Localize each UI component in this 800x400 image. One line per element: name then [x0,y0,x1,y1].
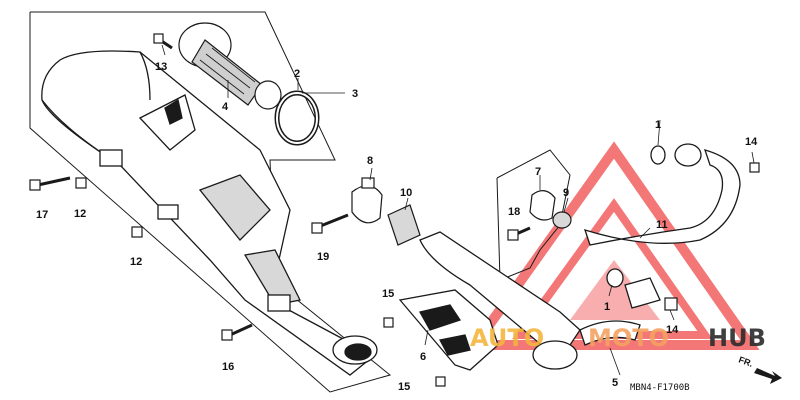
leader-lines [161,44,755,376]
callout-labels: 1 1 2 3 4 5 6 7 8 9 10 11 12 12 13 14 14… [36,61,758,393]
callout-15b: 15 [398,381,410,393]
end-cap-part [178,22,282,110]
callout-12: 12 [74,208,86,220]
exhaust-header-pipe-part [583,143,741,309]
callout-14b: 14 [666,324,679,336]
callout-1: 1 [655,119,661,131]
callout-9: 9 [563,187,569,199]
middle-pipe-part [419,231,641,370]
callout-12b: 12 [130,256,142,268]
callout-17: 17 [36,209,48,221]
callout-15: 15 [382,288,394,300]
callout-16: 16 [222,361,234,373]
watermark-moto: MOTO [588,324,669,352]
callout-8: 8 [367,155,373,167]
watermark-auto: AUTO [470,324,544,352]
gasket-ring-part [274,90,320,146]
callout-6: 6 [420,351,426,363]
watermark-text: AUTO MOTO HUB [470,324,766,352]
direction-label: FR. [737,354,754,368]
callout-18: 18 [508,206,520,218]
diagram-code: MBN4-F1700B [630,383,690,393]
callout-3: 3 [352,88,358,100]
callout-5: 5 [612,377,618,389]
front-direction-arrow-icon: FR. [737,354,782,384]
callout-10: 10 [400,187,412,199]
callout-11: 11 [656,219,668,231]
callout-2: 2 [294,68,300,80]
heat-shield-part [398,289,499,371]
callout-14: 14 [745,136,758,148]
callout-13: 13 [155,61,167,73]
bolt-parts [29,33,760,387]
callout-7: 7 [535,166,541,178]
callout-1b: 1 [604,301,610,313]
callout-4: 4 [222,101,229,113]
callout-19: 19 [317,251,329,263]
clamp-sleeve-parts [351,177,572,246]
watermark-hub: HUB [708,324,766,352]
muffler-body [41,50,378,376]
